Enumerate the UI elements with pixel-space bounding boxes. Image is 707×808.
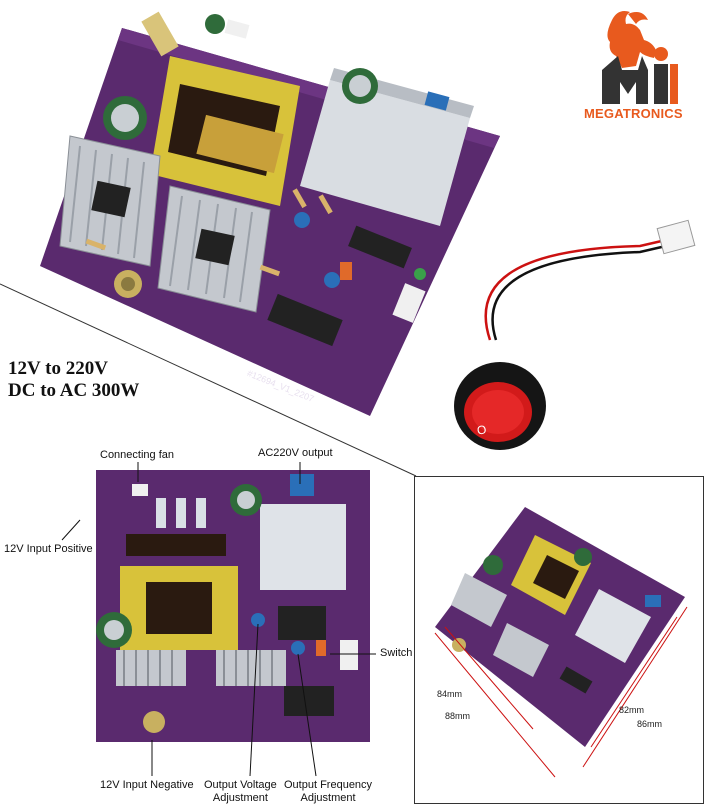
annotation-leaders <box>61 462 376 777</box>
label-input-positive: 12V Input Positive <box>4 543 93 555</box>
label-freq-adj-line2: Adjustment <box>300 792 356 804</box>
dimension-84mm: 84mm <box>437 689 463 699</box>
label-connecting-fan: Connecting fan <box>100 449 174 461</box>
title-line-1: 12V to 220V <box>8 358 108 379</box>
product-title: 12V to 220V DC to AC 300W <box>8 358 139 402</box>
label-ac-output: AC220V output <box>258 447 333 459</box>
dimension-panel: 84mm 88mm 82mm 86mm <box>414 476 704 804</box>
label-input-negative: 12V Input Negative <box>100 779 194 791</box>
brand-name: MEGATRONICS <box>584 106 683 121</box>
label-voltage-adj-line1: Output Voltage <box>204 779 277 791</box>
rocker-switch-photo: O <box>440 210 700 460</box>
dimension-88mm: 88mm <box>445 711 471 721</box>
label-frequency-adjustment: Output Frequency Adjustment <box>284 779 372 805</box>
divider-line <box>0 283 417 477</box>
dimension-86mm: 86mm <box>637 719 663 729</box>
label-voltage-adj-line2: Adjustment <box>212 792 268 804</box>
label-switch: Switch <box>380 647 413 659</box>
dimension-82mm: 82mm <box>619 705 645 715</box>
annotated-board <box>96 470 370 742</box>
top-board-photo: #12694_V1_2207 <box>30 6 510 426</box>
brand-logo: MEGATRONICS <box>582 6 702 121</box>
title-line-2: DC to AC 300W <box>8 380 140 401</box>
goat-logo-icon <box>602 11 678 104</box>
label-voltage-adjustment: Output Voltage Adjustment <box>204 779 277 805</box>
label-freq-adj-line1: Output Frequency <box>284 779 373 791</box>
